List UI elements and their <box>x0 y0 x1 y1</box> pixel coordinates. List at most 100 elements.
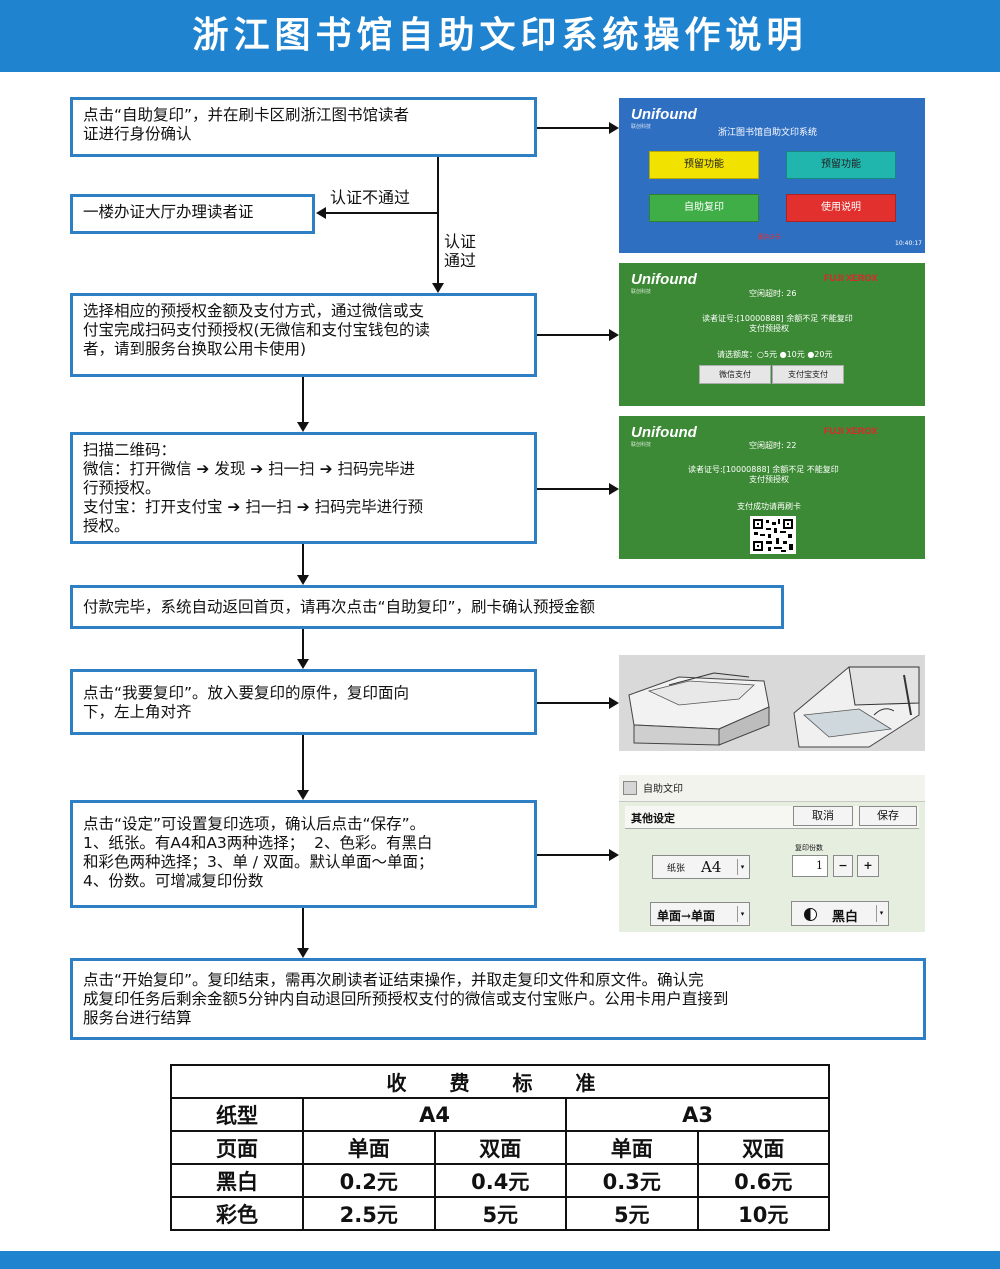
step-3-line: 微信：打开微信 ➔ 发现 ➔ 扫一扫 ➔ 扫码完毕进 <box>83 460 416 478</box>
fee-table: 收 费 标 准 纸型 A4 A3 页面 单面 双面 单面 双面 黑白 0.2元 … <box>170 1064 830 1231</box>
step-2-line: 选择相应的预授权金额及支付方式，通过微信或支 <box>83 302 425 320</box>
arrow-down-icon <box>297 422 309 432</box>
fee-title: 收 费 标 准 <box>170 1064 830 1099</box>
price-cell: 0.2元 <box>302 1163 436 1198</box>
connector-pass <box>437 157 439 283</box>
duplex-value: 单面→单面 <box>657 909 716 923</box>
document-icon <box>623 781 637 795</box>
table-row: 收 费 标 准 <box>170 1064 830 1099</box>
step-6-line: 1、纸张。有A4和A3两种选择； 2、色彩。有黑白 <box>83 834 433 852</box>
connector-right <box>537 702 610 704</box>
arrow-right-icon <box>609 849 619 861</box>
price-cell: 5元 <box>433 1196 567 1231</box>
step-6-box: 点击“设定”可设置复印选项，确认后点击“保存”。 1、纸张。有A4和A3两种选择… <box>70 800 537 908</box>
reader-status: 读者证号:[10000888] 余额不足 不能复印 <box>702 314 853 323</box>
idle-timeout: 空闲超时: 22 <box>749 441 797 450</box>
arrow-down-icon <box>297 659 309 669</box>
save-button: 保存 <box>859 806 917 826</box>
alipay-button: 支付宝支付 <box>772 365 844 384</box>
plus-button: + <box>857 855 879 877</box>
step-1-line: 证进行身份确认 <box>83 125 192 143</box>
price-cell: 10元 <box>696 1196 830 1231</box>
side-double: 双面 <box>696 1130 830 1165</box>
step-2-line: 付宝完成扫码支付预授权(无微信和支付宝钱包的读 <box>83 321 431 339</box>
connector-5-6 <box>302 735 304 790</box>
panel-title-bar: 自助文印 <box>619 775 925 802</box>
page-title: 浙江图书馆自助文印系统操作说明 <box>192 15 808 56</box>
label-pass: 通过 <box>444 251 477 270</box>
reserve-button-2: 预留功能 <box>786 151 896 179</box>
arrow-right-icon <box>609 697 619 709</box>
arrow-down-icon <box>297 575 309 585</box>
paper-a4: A4 <box>302 1097 567 1132</box>
copier-illustration-icon <box>619 655 925 751</box>
step-3-line: 支付宝：打开支付宝 ➔ 扫一扫 ➔ 扫码完毕进行预 <box>83 498 424 516</box>
fail-box: 一楼办证大厅办理读者证 <box>70 194 315 234</box>
price-cell: 0.6元 <box>696 1163 830 1198</box>
preauth-title: 支付预授权 <box>749 475 789 484</box>
price-cell: 0.3元 <box>565 1163 699 1198</box>
color-mode-icon <box>804 908 817 921</box>
header-bar: 浙江图书馆自助文印系统操作说明 <box>0 0 1000 72</box>
row-label: 彩色 <box>170 1196 304 1231</box>
qr-code-icon <box>750 516 796 554</box>
table-row: 黑白 0.2元 0.4元 0.3元 0.6元 <box>170 1163 830 1198</box>
arrow-right-icon <box>609 329 619 341</box>
price-cell: 0.4元 <box>433 1163 567 1198</box>
connector-right <box>537 127 610 129</box>
price-cell: 5元 <box>565 1196 699 1231</box>
help-button: 使用说明 <box>786 194 896 222</box>
cancel-button: 取消 <box>793 806 853 826</box>
row-label: 页面 <box>170 1130 304 1165</box>
label-pass: 认证 <box>444 232 477 251</box>
connector-right <box>537 488 610 490</box>
color-value: 黑白 <box>832 910 859 925</box>
chevron-down-icon: ▾ <box>737 906 747 922</box>
wechat-pay-button: 微信支付 <box>699 365 771 384</box>
connector-3-4 <box>302 544 304 575</box>
row-label: 黑白 <box>170 1163 304 1198</box>
step-4-line: 付款完毕，系统自动返回首页，请再次点击“自助复印”，刷卡确认预授金额 <box>83 598 596 616</box>
copier-photo <box>619 655 925 751</box>
clock: 10:40:17 <box>895 240 922 247</box>
paper-label: 纸张 <box>667 864 686 874</box>
step-6-line: 4、份数。可增减复印份数 <box>83 872 264 890</box>
step-3-line: 授权。 <box>83 517 130 535</box>
step-6-line: 点击“设定”可设置复印选项，确认后点击“保存”。 <box>83 815 426 833</box>
connector-right <box>537 854 610 856</box>
paper-a3: A3 <box>565 1097 830 1132</box>
copies-label: 复印份数 <box>795 844 823 852</box>
amount-options: 请选额度：○5元 ●10元 ●20元 <box>717 350 833 359</box>
side-double: 双面 <box>433 1130 567 1165</box>
fail-line: 一楼办证大厅办理读者证 <box>83 203 254 221</box>
step-5-line: 点击“我要复印”。放入要复印的原件，复印面向 <box>83 684 410 702</box>
screen-title: 浙江图书馆自助文印系统 <box>718 128 818 138</box>
paper-value: A4 <box>701 858 722 876</box>
table-row: 纸型 A4 A3 <box>170 1097 830 1132</box>
step-2-line: 者，请到服务台换取公用卡使用) <box>83 340 307 358</box>
arrow-right-icon <box>609 483 619 495</box>
arrow-down-icon <box>297 948 309 958</box>
panel-title: 自助文印 <box>643 784 683 795</box>
preauth-title: 支付预授权 <box>749 324 789 333</box>
connector-2-3 <box>302 377 304 422</box>
fuji-xerox-logo: FUJI XEROX <box>824 273 878 283</box>
side-single: 单面 <box>565 1130 699 1165</box>
reader-status: 读者证号:[10000888] 余额不足 不能复印 <box>688 465 839 474</box>
reserve-button-1: 预留功能 <box>649 151 759 179</box>
table-row: 页面 单面 双面 单面 双面 <box>170 1130 830 1165</box>
arrow-left-icon <box>316 207 326 219</box>
step-5-box: 点击“我要复印”。放入要复印的原件，复印面向 下，左上角对齐 <box>70 669 537 735</box>
step-3-box: 扫描二维码： 微信：打开微信 ➔ 发现 ➔ 扫一扫 ➔ 扫码完毕进 行预授权。 … <box>70 432 537 544</box>
price-cell: 2.5元 <box>302 1196 436 1231</box>
step-5-line: 下，左上角对齐 <box>83 703 192 721</box>
footer-bar <box>0 1251 1000 1269</box>
connector-6-7 <box>302 908 304 948</box>
step-2-box: 选择相应的预授权金额及支付方式，通过微信或支 付宝完成扫码支付预授权(无微信和支… <box>70 293 537 377</box>
self-copy-button: 自助复印 <box>649 194 759 222</box>
step-7-box: 点击“开始复印”。复印结束，需再次刷读者证结束操作，并取走复印文件和原文件。确认… <box>70 958 926 1040</box>
